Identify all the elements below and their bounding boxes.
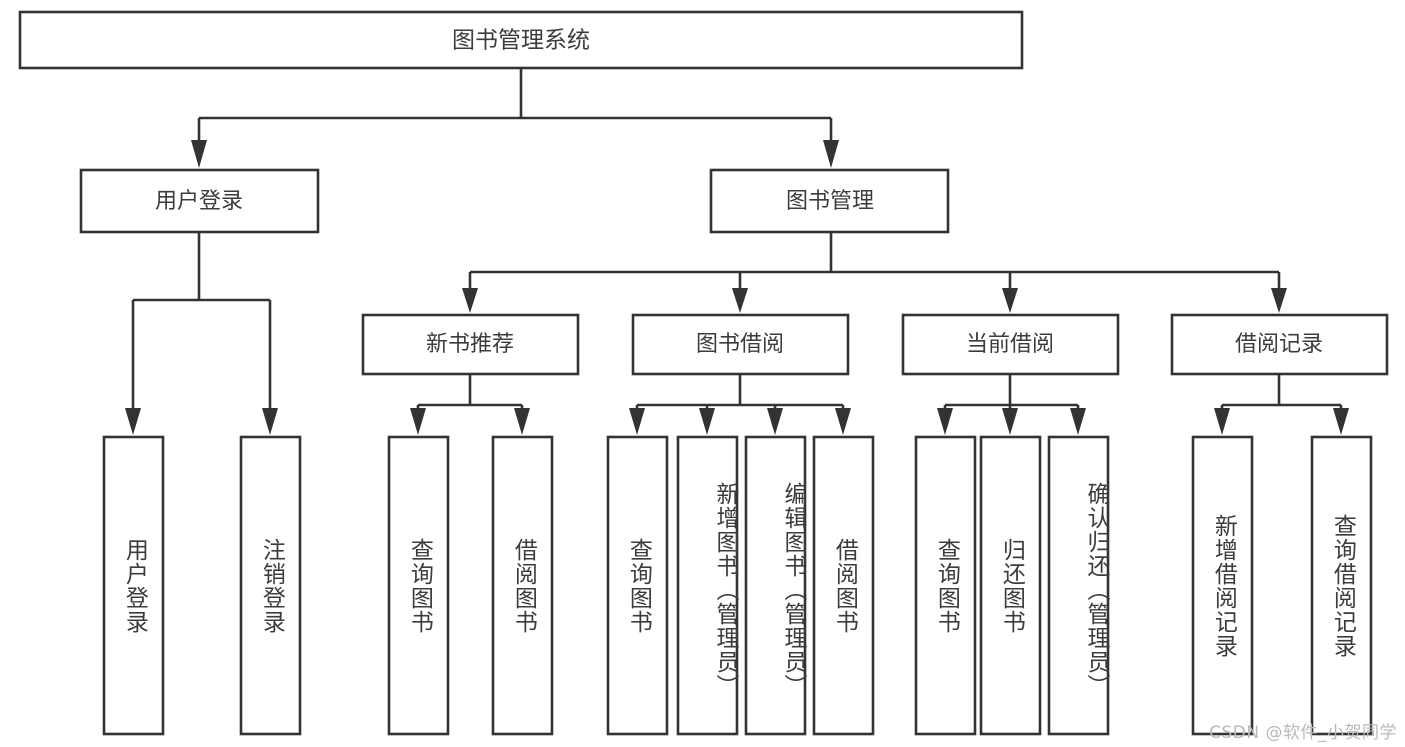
arrow-head-icon	[514, 408, 530, 435]
arrow-head-icon	[1271, 288, 1287, 313]
node-box-leaf-return-book[interactable]	[979, 435, 1042, 736]
arrow-head-icon	[732, 288, 748, 313]
node-box-leaf-edit-book[interactable]	[744, 435, 807, 736]
arrow-head-icon	[767, 408, 783, 435]
csdn-watermark: CSDN @软件_小贺同学	[1209, 723, 1397, 743]
node-box-leaf-confirm-return[interactable]	[1047, 435, 1110, 736]
arrow-head-icon	[1002, 288, 1018, 313]
node-borrow-record[interactable]: 借阅记录	[1170, 313, 1389, 376]
node-box-book-management[interactable]	[709, 168, 950, 234]
arrow-head-icon	[1214, 408, 1230, 435]
node-box-leaf-add-record[interactable]	[1191, 435, 1254, 736]
arrow-head-icon	[1002, 408, 1018, 435]
arrow-head-icon	[1070, 408, 1086, 435]
arrow-head-icon	[937, 408, 953, 435]
node-box-leaf-query-book-3[interactable]	[914, 435, 977, 736]
connector-group-current-borrow	[937, 374, 1086, 435]
node-label-user-login: 用户登录	[155, 189, 243, 214]
node-box-leaf-logout-login[interactable]	[239, 435, 302, 736]
connector-group-user-login	[125, 232, 278, 435]
node-box-root[interactable]	[18, 10, 1024, 70]
node-box-leaf-query-book-1[interactable]	[387, 435, 450, 736]
node-box-leaf-query-book-2[interactable]	[606, 435, 669, 736]
node-label-borrow-record: 借阅记录	[1235, 332, 1323, 357]
node-box-borrow-record[interactable]	[1170, 313, 1389, 376]
node-new-book-recommend[interactable]: 新书推荐	[361, 313, 580, 376]
node-label-new-book-recommend: 新书推荐	[426, 332, 514, 357]
node-box-user-login[interactable]	[79, 168, 320, 234]
arrow-head-icon	[262, 408, 278, 435]
node-user-login[interactable]: 用户登录	[79, 168, 320, 234]
arrow-head-icon	[699, 408, 715, 435]
node-current-borrow[interactable]: 当前借阅	[901, 313, 1120, 376]
node-label-root: 图书管理系统	[452, 28, 590, 54]
node-box-leaf-borrow-book-1[interactable]	[491, 435, 554, 736]
connector-group-new-book-recommend	[410, 374, 530, 435]
node-box-book-borrow[interactable]	[631, 313, 850, 376]
arrow-head-icon	[125, 408, 141, 435]
arrow-head-icon	[191, 140, 207, 168]
connector-group-root	[191, 68, 839, 168]
connector-group-borrow-record	[1214, 374, 1349, 435]
node-box-current-borrow[interactable]	[901, 313, 1120, 376]
node-box-leaf-user-login[interactable]	[102, 435, 165, 736]
arrow-head-icon	[835, 408, 851, 435]
node-root[interactable]: 图书管理系统	[18, 10, 1024, 70]
arrow-head-icon	[462, 288, 478, 313]
node-label-current-borrow: 当前借阅	[966, 332, 1054, 357]
arrow-head-icon	[823, 140, 839, 168]
arrow-head-icon	[629, 408, 645, 435]
node-label-book-borrow: 图书借阅	[696, 332, 784, 357]
node-box-leaf-query-record[interactable]	[1310, 435, 1373, 736]
arrow-head-icon	[1333, 408, 1349, 435]
connector-group-book-management	[462, 232, 1287, 313]
node-label-book-management: 图书管理	[786, 189, 874, 214]
connector-group-book-borrow	[629, 374, 851, 435]
node-box-leaf-add-book[interactable]	[676, 435, 739, 736]
node-box-new-book-recommend[interactable]	[361, 313, 580, 376]
node-box-leaf-borrow-book-2[interactable]	[812, 435, 875, 736]
arrow-head-icon	[410, 408, 426, 435]
node-book-management[interactable]: 图书管理	[709, 168, 950, 234]
node-book-borrow[interactable]: 图书借阅	[631, 313, 850, 376]
